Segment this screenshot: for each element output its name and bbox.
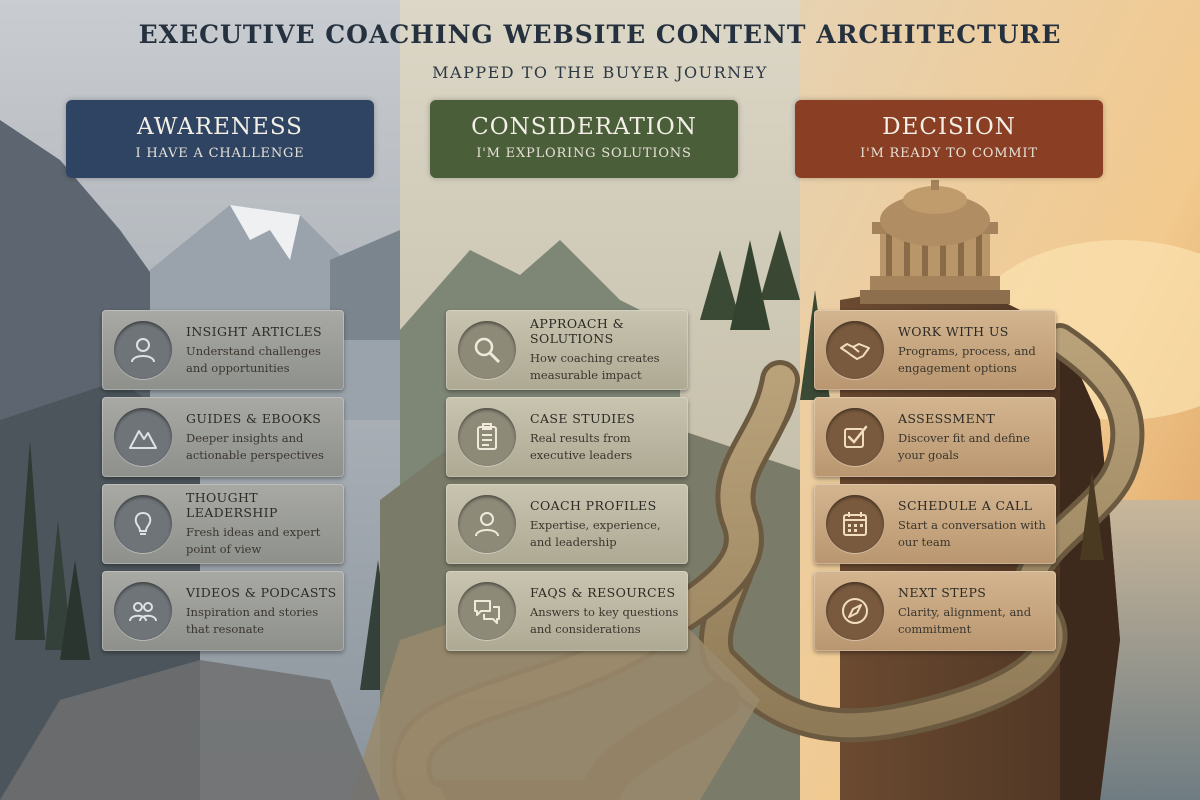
header: Executive Coaching Website Content Archi… xyxy=(0,20,1200,82)
card-title: Guides & eBooks xyxy=(186,410,322,426)
stage-tagline: I'm ready to commit xyxy=(860,146,1038,161)
awareness-column: Insight Articles Understand challenges a… xyxy=(102,310,344,658)
profile-icon xyxy=(458,495,516,553)
card-description: Real results from executive leaders xyxy=(530,430,633,462)
card-description: Discover fit and define your goals xyxy=(898,430,1030,462)
stage-name: Consideration xyxy=(471,114,697,140)
card-case-studies[interactable]: Case Studies Real results from executive… xyxy=(446,397,688,477)
stage-banner-awareness: Awareness I have a challenge xyxy=(66,100,374,178)
card-title: Case Studies xyxy=(530,410,636,426)
card-title: Coach Profiles xyxy=(530,497,657,513)
stage-name: Awareness xyxy=(137,114,303,140)
card-description: Programs, process, and engagement option… xyxy=(898,343,1036,375)
magnifier-icon xyxy=(458,321,516,379)
card-description: Answers to key questions and considerati… xyxy=(530,604,679,636)
compass-icon xyxy=(826,582,884,640)
consideration-column: Approach & Solutions How coaching create… xyxy=(446,310,688,658)
clipboard-icon xyxy=(458,408,516,466)
card-faqs-resources[interactable]: FAQs & Resources Answers to key question… xyxy=(446,571,688,651)
card-work-with-us[interactable]: Work With Us Programs, process, and enga… xyxy=(814,310,1056,390)
card-title: Insight Articles xyxy=(186,323,323,339)
stage-tagline: I have a challenge xyxy=(135,146,305,161)
card-description: Start a conversation with our team xyxy=(898,517,1046,549)
page-subtitle: Mapped to the Buyer Journey xyxy=(432,63,768,82)
card-thought-leadership[interactable]: Thought Leadership Fresh ideas and exper… xyxy=(102,484,344,564)
chat-bubbles-icon xyxy=(458,582,516,640)
card-title: Assessment xyxy=(898,410,996,426)
person-icon xyxy=(114,321,172,379)
calendar-icon xyxy=(826,495,884,553)
card-description: Understand challenges and opportunities xyxy=(186,343,321,375)
stage-name: Decision xyxy=(882,114,1016,140)
card-title: Work With Us xyxy=(898,323,1009,339)
stage-banner-decision: Decision I'm ready to commit xyxy=(795,100,1103,178)
card-description: Fresh ideas and expert point of view xyxy=(186,525,321,556)
card-description: Deeper insights and actionable perspecti… xyxy=(186,430,324,462)
group-icon xyxy=(114,582,172,640)
decision-column: Work With Us Programs, process, and enga… xyxy=(814,310,1056,658)
stage-banner-consideration: Consideration I'm exploring solutions xyxy=(430,100,738,178)
card-coach-profiles[interactable]: Coach Profiles Expertise, experience, an… xyxy=(446,484,688,564)
card-schedule-a-call[interactable]: Schedule a Call Start a conversation wit… xyxy=(814,484,1056,564)
card-videos-podcasts[interactable]: Videos & Podcasts Inspiration and storie… xyxy=(102,571,344,651)
card-assessment[interactable]: Assessment Discover fit and define your … xyxy=(814,397,1056,477)
card-title: Schedule a Call xyxy=(898,497,1033,513)
card-title: Next Steps xyxy=(898,584,987,600)
card-description: Inspiration and stories that resonate xyxy=(186,604,319,636)
mountain-icon xyxy=(114,408,172,466)
card-description: Expertise, experience, and leadership xyxy=(530,517,661,549)
checkbox-icon xyxy=(826,408,884,466)
card-guides-ebooks[interactable]: Guides & eBooks Deeper insights and acti… xyxy=(102,397,344,477)
card-next-steps[interactable]: Next Steps Clarity, alignment, and commi… xyxy=(814,571,1056,651)
page-title: Executive Coaching Website Content Archi… xyxy=(138,20,1062,49)
card-insight-articles[interactable]: Insight Articles Understand challenges a… xyxy=(102,310,344,390)
lightbulb-icon xyxy=(114,495,172,553)
card-title: Approach & Solutions xyxy=(530,316,625,346)
stage-tagline: I'm exploring solutions xyxy=(476,146,692,161)
card-title: Videos & Podcasts xyxy=(186,584,337,600)
card-approach-solutions[interactable]: Approach & Solutions How coaching create… xyxy=(446,310,688,390)
card-description: Clarity, alignment, and commitment xyxy=(898,604,1032,636)
card-title: FAQs & Resources xyxy=(530,584,676,600)
handshake-icon xyxy=(826,321,884,379)
card-title: Thought Leadership xyxy=(186,490,278,520)
card-description: How coaching creates measurable impact xyxy=(530,351,660,382)
